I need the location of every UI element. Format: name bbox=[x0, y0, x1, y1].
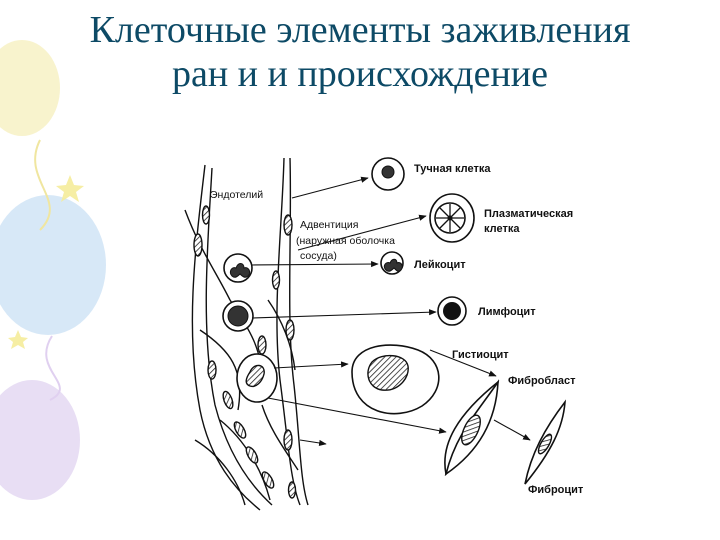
balloon-string-2 bbox=[45, 335, 61, 401]
arrow-to-mast-cell bbox=[291, 176, 369, 199]
balloon-violet bbox=[0, 380, 80, 500]
slide-title: Клеточные элементы заживления ран и и пр… bbox=[0, 8, 720, 96]
arrow-to-leukocyte bbox=[251, 260, 379, 268]
wall-nucleus bbox=[261, 471, 275, 489]
wall-nucleus bbox=[257, 335, 267, 355]
confetti-star-2 bbox=[8, 330, 28, 349]
arrow-to-plasma-cell bbox=[297, 214, 427, 251]
wall-nucleus bbox=[193, 233, 203, 257]
label-endothelium: Эндотелий bbox=[210, 189, 263, 201]
vessel-cells bbox=[222, 253, 278, 403]
wall-nucleus bbox=[283, 429, 293, 451]
arrow-to-fibrocyte bbox=[299, 439, 327, 446]
label-plasma-cell-2: клетка bbox=[484, 223, 520, 235]
balloon-blue bbox=[0, 195, 106, 335]
fibroblast-nucleus bbox=[461, 414, 481, 446]
label-mast-cell: Тучная клетка bbox=[414, 163, 491, 175]
diagram-labels: Эндотелий Адвентиция (наружная оболочка … bbox=[210, 163, 584, 496]
vessel-lymphocyte-nucleus bbox=[227, 305, 249, 327]
plasma-cell-center bbox=[447, 215, 453, 221]
slide-title-line-2: ран и и происхождение bbox=[171, 53, 548, 95]
wall-nucleus bbox=[233, 421, 247, 439]
wall-nucleus bbox=[283, 214, 293, 236]
arrow-to-lymphocyte bbox=[251, 309, 437, 319]
mast-cell-nucleus bbox=[381, 165, 395, 179]
label-adventitia-3: сосуда) bbox=[300, 250, 337, 262]
label-fibrocyte: Фиброцит bbox=[528, 484, 584, 496]
balloon-string bbox=[34, 139, 51, 231]
wall-nucleus bbox=[287, 481, 297, 499]
label-plasma-cell-1: Плазматическая bbox=[484, 208, 573, 220]
wall-nucleus bbox=[201, 205, 211, 225]
balloon-yellow-top bbox=[0, 40, 60, 136]
decorative-balloons bbox=[0, 40, 106, 500]
confetti-star bbox=[56, 175, 84, 202]
histiocyte-nucleus bbox=[367, 355, 409, 391]
label-fibroblast: Фибробласт bbox=[508, 375, 576, 387]
wall-nucleus bbox=[285, 319, 295, 341]
arrow-fibroblast-to-fibrocyte bbox=[493, 419, 531, 441]
fibrocyte-nucleus bbox=[537, 433, 553, 455]
wall-nucleus bbox=[207, 360, 217, 380]
vessel-leukocyte-nucleus bbox=[229, 263, 251, 278]
label-adventitia-1: Адвентиция bbox=[300, 219, 358, 231]
wall-nucleus bbox=[222, 390, 234, 410]
leukocyte-nucleus bbox=[383, 258, 403, 272]
arrow-to-histiocyte bbox=[273, 361, 349, 369]
origin-arrows bbox=[251, 176, 531, 446]
wall-nucleus bbox=[271, 270, 281, 290]
vessel-histiocyte-nucleus bbox=[245, 364, 265, 388]
wall-nucleus bbox=[245, 446, 259, 464]
lymphocyte-nucleus bbox=[443, 302, 461, 320]
label-lymphocyte: Лимфоцит bbox=[478, 306, 536, 318]
label-leukocyte: Лейкоцит bbox=[414, 259, 466, 271]
endothelial-nuclei bbox=[193, 205, 297, 499]
label-histiocyte: Гистиоцит bbox=[452, 349, 509, 361]
arrow-to-fibroblast bbox=[267, 397, 447, 434]
derived-cells bbox=[351, 157, 567, 485]
slide-title-line-1: Клеточные элементы заживления bbox=[89, 9, 631, 51]
arrow-histiocyte-to-fibroblast bbox=[429, 349, 497, 377]
label-adventitia-2: (наружная оболочка bbox=[296, 235, 395, 247]
